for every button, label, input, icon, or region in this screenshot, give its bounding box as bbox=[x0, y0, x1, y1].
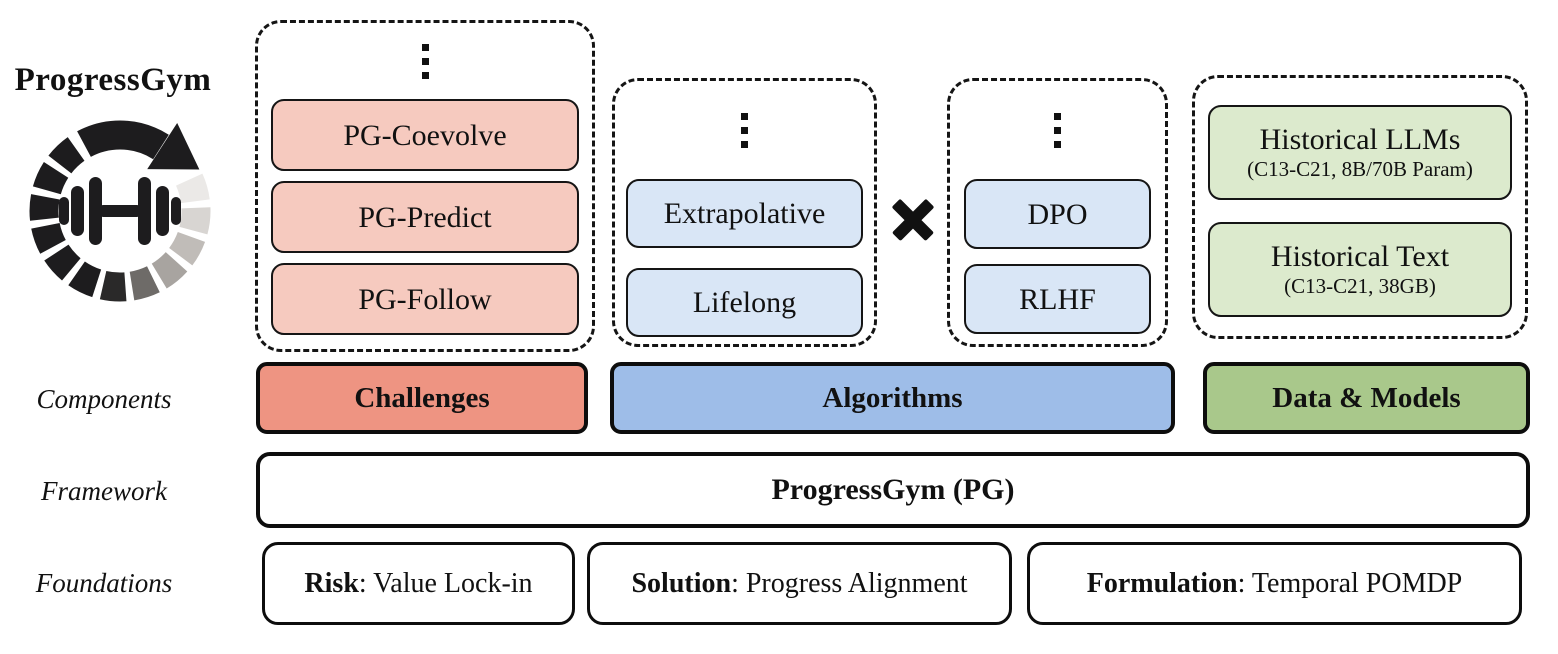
foundation-keyword: Formulation bbox=[1086, 567, 1238, 599]
data-item-title: Historical Text bbox=[1270, 240, 1450, 274]
row-label-components: Components bbox=[36, 384, 172, 414]
paradigm-item-extrapolative: Extrapolative bbox=[626, 179, 863, 248]
vertical-ellipsis-icon bbox=[1054, 81, 1061, 179]
data-item-title: Historical LLMs bbox=[1259, 123, 1461, 157]
data-item-historical-text: Historical Text (C13-C21, 38GB) bbox=[1208, 222, 1512, 317]
components-algorithms-box: Algorithms bbox=[610, 362, 1175, 434]
algorithm-paradigms-group: Extrapolative Lifelong bbox=[612, 78, 877, 347]
foundation-formulation-box: Formulation: Temporal POMDP bbox=[1027, 542, 1522, 625]
algorithm-methods-group: DPO RLHF bbox=[947, 78, 1168, 347]
data-models-group: Historical LLMs (C13-C21, 8B/70B Param) … bbox=[1192, 75, 1528, 339]
method-item-rlhf: RLHF bbox=[964, 264, 1151, 334]
data-item-historical-llms: Historical LLMs (C13-C21, 8B/70B Param) bbox=[1208, 105, 1512, 200]
brand-title: ProgressGym bbox=[14, 62, 212, 98]
challenges-group: PG-Coevolve PG-Predict PG-Follow bbox=[255, 20, 595, 352]
foundation-solution-box: Solution: Progress Alignment bbox=[587, 542, 1012, 625]
challenge-item-coevolve: PG-Coevolve bbox=[271, 99, 579, 171]
framework-box: ProgressGym (PG) bbox=[256, 452, 1530, 528]
components-data-models-box: Data & Models bbox=[1203, 362, 1530, 434]
challenge-item-follow: PG-Follow bbox=[271, 263, 579, 335]
foundation-text: : Progress Alignment bbox=[731, 567, 968, 599]
row-label-foundations: Foundations bbox=[35, 568, 173, 598]
cross-product-icon bbox=[891, 198, 935, 241]
paradigm-item-lifelong: Lifelong bbox=[626, 268, 863, 337]
vertical-ellipsis-icon bbox=[421, 23, 429, 99]
data-item-subtitle: (C13-C21, 38GB) bbox=[1284, 274, 1436, 299]
method-item-dpo: DPO bbox=[964, 179, 1151, 249]
foundation-keyword: Solution bbox=[631, 567, 732, 599]
challenge-item-predict: PG-Predict bbox=[271, 181, 579, 253]
row-label-framework: Framework bbox=[41, 476, 167, 506]
foundation-text: : Temporal POMDP bbox=[1237, 567, 1463, 599]
foundation-text: : Value Lock-in bbox=[358, 567, 533, 599]
components-challenges-box: Challenges bbox=[256, 362, 588, 434]
vertical-ellipsis-icon bbox=[741, 81, 748, 179]
foundation-keyword: Risk bbox=[304, 567, 359, 599]
progressgym-logo-icon bbox=[29, 120, 211, 302]
foundation-risk-box: Risk: Value Lock-in bbox=[262, 542, 575, 625]
data-item-subtitle: (C13-C21, 8B/70B Param) bbox=[1247, 157, 1473, 182]
